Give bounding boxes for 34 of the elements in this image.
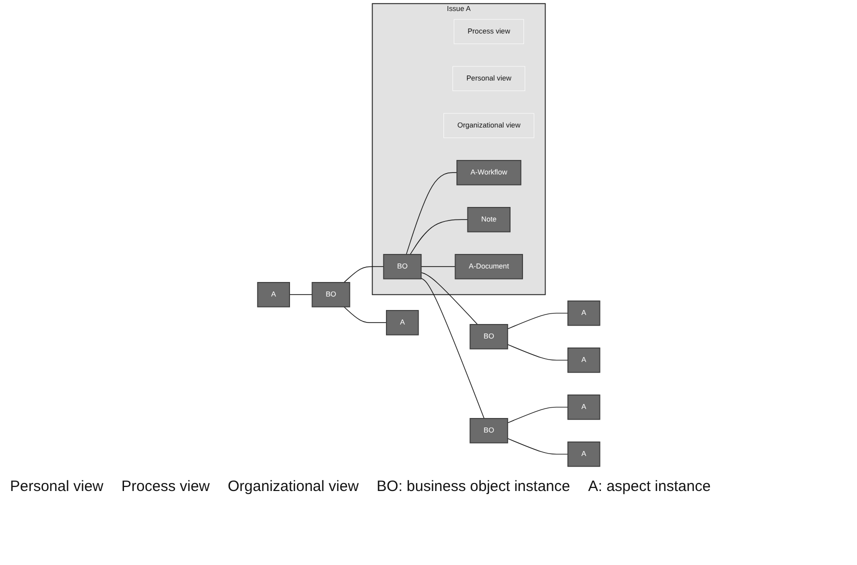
- node-box: [443, 113, 534, 138]
- cluster: [372, 3, 546, 296]
- node-box: [256, 282, 290, 308]
- node-box: [567, 394, 600, 420]
- node-box: [386, 310, 419, 336]
- node-box: [456, 160, 522, 186]
- node-box: [567, 442, 600, 467]
- connector: [507, 438, 568, 455]
- connector: [343, 306, 387, 324]
- connector: [410, 219, 468, 255]
- node-box: [454, 19, 524, 44]
- node-box: [382, 254, 422, 280]
- connector: [420, 266, 456, 267]
- node-box: [469, 324, 508, 350]
- note-text: Organizational view: [228, 478, 359, 495]
- connector: [406, 172, 458, 255]
- connector: [420, 278, 484, 419]
- node-box: [452, 66, 525, 92]
- note-text: Process view: [121, 478, 210, 495]
- connector: [507, 406, 568, 424]
- connector: [420, 272, 478, 325]
- node-box: [567, 300, 600, 326]
- node-box: [467, 206, 510, 232]
- connector: [288, 294, 312, 296]
- note-text: Personal view: [10, 478, 104, 495]
- note-text: A: aspect instance: [588, 478, 711, 495]
- node-box: [311, 282, 350, 308]
- connector: [343, 266, 384, 283]
- note-text: BO: business object instance: [376, 478, 570, 495]
- connector: [507, 344, 568, 361]
- node-box: [469, 418, 508, 444]
- connector: [507, 312, 568, 330]
- node-box: [454, 254, 523, 280]
- node-box: [567, 348, 600, 373]
